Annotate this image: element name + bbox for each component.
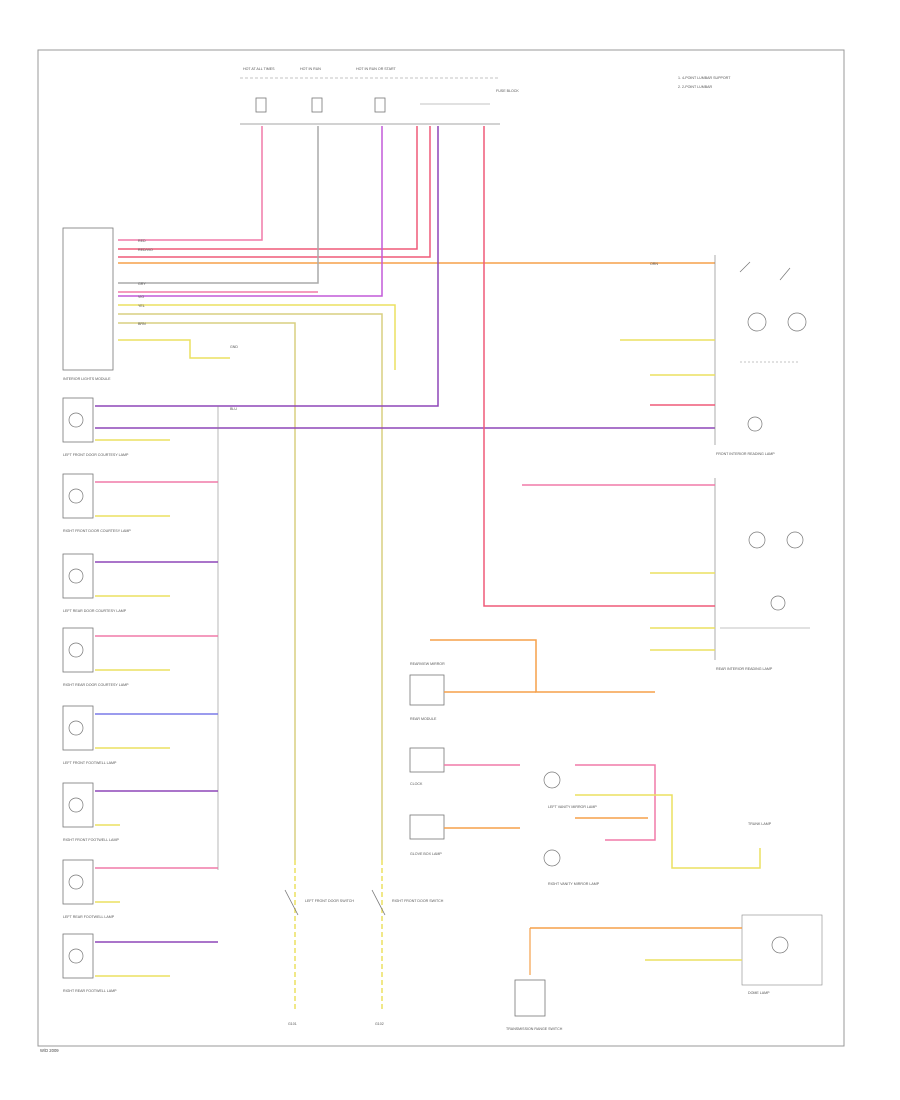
lamp-label-1: RIGHT FRONT DOOR COURTESY LAMP [63, 529, 131, 533]
vanity-left-label: LEFT VANITY MIRROR LAMP [548, 805, 597, 809]
lamp-column: LEFT FRONT DOOR COURTESY LAMP RIGHT FRON… [62, 397, 218, 993]
right-ground-label: G102 [375, 1022, 384, 1026]
glove-box-label: GLOVE BOX LAMP [410, 852, 442, 856]
fuse-feed-3: HOT IN RUN OR START [356, 67, 397, 71]
lamp-label-4: LEFT FRONT FOOTWELL LAMP [63, 761, 117, 765]
dome-lamp-area: DOME LAMP TRANSMISSION RANGE SWITCH [506, 914, 823, 1031]
wire-tag-orange: ORN [650, 262, 658, 266]
wire-tag-brown: BRN [138, 322, 146, 326]
right-door-switch-label: RIGHT FRONT DOOR SWITCH [392, 899, 444, 903]
fuse-feed-1: HOT AT ALL TIMES [243, 67, 275, 71]
legend-line-1: 1. 4-POINT LUMBAR SUPPORT [678, 76, 731, 80]
lamp-label-0: LEFT FRONT DOOR COURTESY LAMP [63, 453, 129, 457]
interior-lights-module-label: INTERIOR LIGHTS MODULE [63, 377, 111, 381]
wire-tag-gray: GRY [138, 282, 146, 286]
wire-tag-redvio: RED/VIO [138, 248, 153, 252]
dome-lamp-label: DOME LAMP [748, 991, 770, 995]
rear-module-label: REAR MODULE [410, 717, 437, 721]
lamp-label-2: LEFT REAR DOOR COURTESY LAMP [63, 609, 127, 613]
lamp-label-7: RIGHT REAR FOOTWELL LAMP [63, 989, 117, 993]
fuse-block-label: FUSE BLOCK [496, 89, 519, 93]
wire-tag-violet: VIO [138, 295, 144, 299]
legend-line-2: 2. 2-POINT LUMBAR [678, 85, 712, 89]
wire-tags: RED RED/VIO ORN VIO BLU YEL BRN GRY [138, 239, 658, 411]
interior-lights-module [62, 227, 114, 371]
rear-reading-lamp-label: REAR INTERIOR READING LAMP [716, 667, 773, 671]
trans-range-label: TRANSMISSION RANGE SWITCH [506, 1027, 563, 1031]
wire-tag-pink: RED [138, 239, 146, 243]
vanity-right-label: RIGHT VANITY MIRROR LAMP [548, 882, 600, 886]
diagram-frame [37, 49, 845, 1047]
lamp-label-5: RIGHT FRONT FOOTWELL LAMP [63, 838, 119, 842]
fuse-feed-2: HOT IN RUN [300, 67, 321, 71]
violet-bus [95, 126, 439, 407]
wire-tag-yellow: YEL [138, 304, 145, 308]
module-wires [118, 126, 715, 860]
door-switches: LEFT FRONT DOOR SWITCH RIGHT FRONT DOOR … [284, 860, 444, 1026]
footer-code: W/D 2009 [40, 1048, 59, 1053]
clock-label: CLOCK [410, 782, 423, 786]
rear-reading-lamp: REAR INTERIOR READING LAMP [483, 126, 810, 671]
lamp-label-3: RIGHT REAR DOOR COURTESY LAMP [63, 683, 129, 687]
left-door-switch-label: LEFT FRONT DOOR SWITCH [305, 899, 354, 903]
rearview-mirror-label: REARVIEW MIRROR [410, 662, 445, 666]
wire-tag-blue: BLU [230, 407, 237, 411]
middle-right-components: REARVIEW MIRROR REAR MODULE CLOCK GLOVE … [409, 639, 655, 856]
module-ground-label: GND [230, 345, 238, 349]
front-reading-lamp: FRONT INTERIOR READING LAMP [620, 255, 807, 456]
trunk-lamp-label: TRUNK LAMP [748, 822, 772, 826]
left-ground-label: G101 [288, 1022, 297, 1026]
front-reading-lamp-label: FRONT INTERIOR READING LAMP [716, 452, 775, 456]
vanity-lamps: LEFT VANITY MIRROR LAMP RIGHT VANITY MIR… [543, 764, 772, 886]
fuse-block: HOT AT ALL TIMES HOT IN RUN HOT IN RUN O… [240, 67, 519, 125]
lamp-label-6: LEFT REAR FOOTWELL LAMP [63, 915, 115, 919]
